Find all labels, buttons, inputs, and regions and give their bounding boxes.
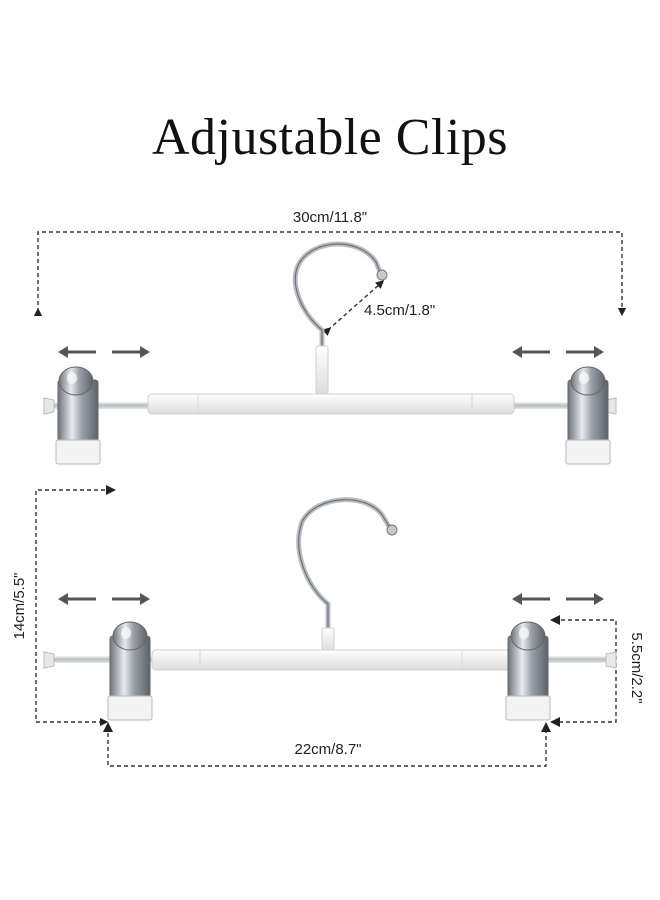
- top-width-dimension: 30cm/11.8": [33, 209, 627, 317]
- clip-height-label: 5.5cm/2.2": [628, 632, 645, 703]
- top-left-clip: [55, 366, 101, 465]
- arrow-right-icon: [566, 593, 604, 605]
- arrow-left-icon: [58, 346, 96, 358]
- bottom-width-label: 22cm/8.7": [294, 741, 361, 758]
- arrow-left-icon: [512, 346, 550, 358]
- height-dimension: 14cm/5.5": [11, 485, 116, 727]
- bottom-width-dimension: 22cm/8.7": [103, 722, 551, 767]
- hook-size-dimension: 4.5cm/1.8": [322, 280, 435, 336]
- bottom-left-clip: [107, 621, 153, 721]
- arrow-right-icon: [112, 346, 150, 358]
- arrow-left-icon: [512, 593, 550, 605]
- bottom-right-clip: [505, 621, 551, 721]
- page-title: Adjustable Clips: [151, 109, 509, 166]
- hook-size-label: 4.5cm/1.8": [364, 302, 435, 319]
- top-right-clip: [565, 366, 611, 465]
- arrow-left-icon: [58, 593, 96, 605]
- arrow-right-icon: [112, 593, 150, 605]
- top-width-label: 30cm/11.8": [293, 209, 367, 226]
- clip-height-dimension: 5.5cm/2.2": [550, 615, 645, 727]
- height-label: 14cm/5.5": [11, 572, 28, 639]
- top-hanger: [43, 241, 617, 415]
- arrow-right-icon: [566, 346, 604, 358]
